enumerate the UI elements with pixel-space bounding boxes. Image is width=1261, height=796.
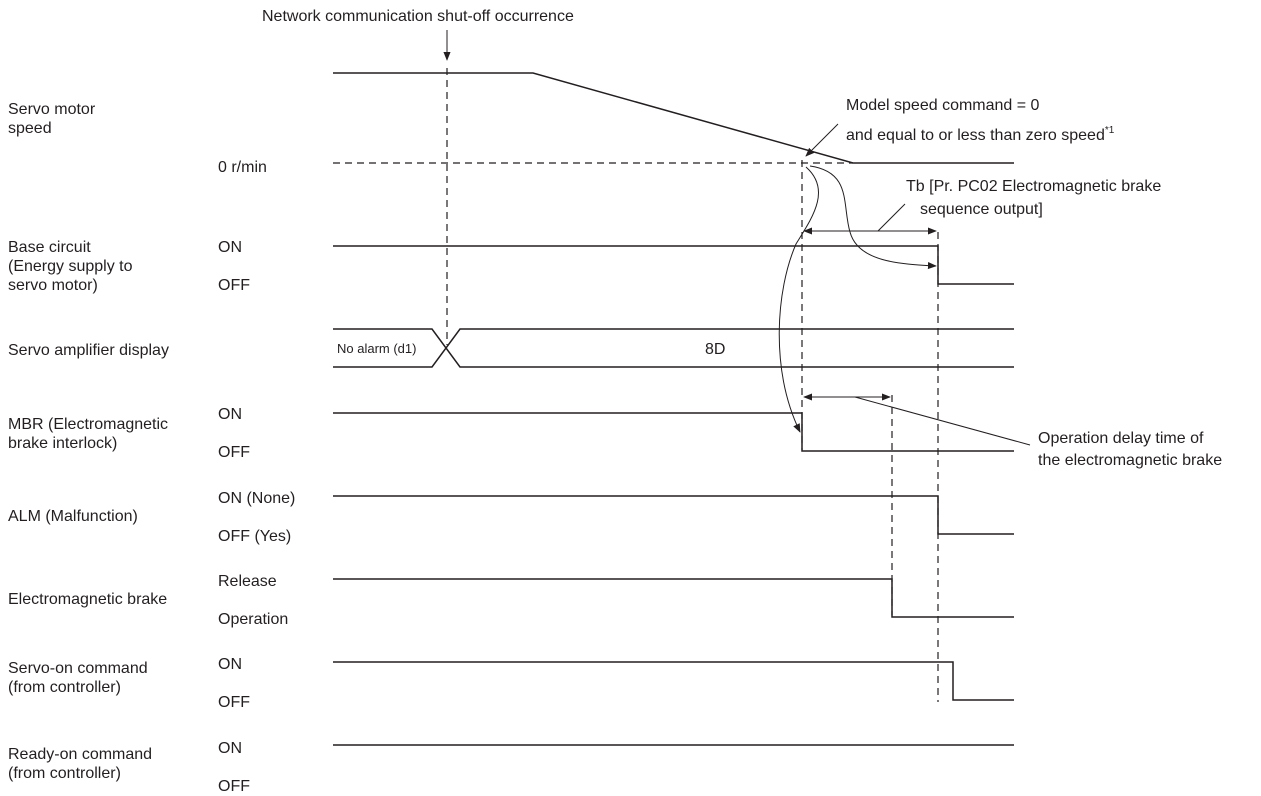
display-state-no-alarm: No alarm (d1)	[337, 341, 416, 356]
level-label-alm-off: OFF (Yes)	[218, 528, 291, 545]
level-label-mbr-off: OFF	[218, 444, 250, 461]
level-label-mbr-on: ON	[218, 406, 242, 423]
tb-annotation-line1: Tb [Pr. PC02 Electromagnetic brake	[906, 178, 1161, 195]
signal-name-servo-motor-speed: Servo motor speed	[8, 101, 100, 137]
alm-waveform	[333, 495, 1014, 535]
servo-motor-speed-waveform	[333, 72, 1014, 164]
level-label-alm-on: ON (None)	[218, 490, 295, 507]
signal-name-servo-on: Servo-on command (from controller)	[8, 660, 152, 696]
base-circuit-waveform	[333, 245, 1014, 285]
level-label-base-on: ON	[218, 239, 242, 256]
brake-delay-annotation-line1: Operation delay time of	[1038, 430, 1204, 447]
tb-leader	[877, 203, 906, 232]
zero-speed-annotation-line1: Model speed command = 0	[846, 97, 1040, 114]
signal-name-base-circuit: Base circuit (Energy supply to servo mot…	[8, 239, 137, 294]
servo-amplifier-display-waveform	[333, 328, 1014, 368]
level-label-zero-speed: 0 r/min	[218, 159, 267, 176]
causal-arrow-to-mbr	[778, 166, 819, 433]
level-label-servo-on-on: ON	[218, 656, 242, 673]
signal-name-alm: ALM (Malfunction)	[8, 508, 138, 525]
level-label-brake-operation: Operation	[218, 611, 288, 628]
tb-annotation-line2: sequence output]	[920, 201, 1043, 218]
signal-name-servo-amplifier-display: Servo amplifier display	[8, 342, 169, 359]
mbr-waveform	[333, 412, 1014, 452]
servo-on-waveform	[333, 661, 1014, 701]
brake-delay-annotation-line2: the electromagnetic brake	[1038, 452, 1222, 469]
causal-arrow-to-base-circuit	[809, 165, 937, 270]
level-label-ready-on-on: ON	[218, 740, 242, 757]
signal-name-electromagnetic-brake: Electromagnetic brake	[8, 591, 167, 608]
level-label-servo-on-off: OFF	[218, 694, 250, 711]
brake-delay-leader	[854, 396, 1031, 446]
electromagnetic-brake-waveform	[333, 578, 1014, 618]
zero-speed-pointer	[805, 123, 839, 157]
zero-speed-annotation-line2: and equal to or less than zero speed*1	[846, 125, 1115, 144]
level-label-base-off: OFF	[218, 277, 250, 294]
display-state-8d: 8D	[705, 341, 725, 358]
level-label-ready-on-off: OFF	[218, 778, 250, 795]
signal-name-ready-on: Ready-on command (from controller)	[8, 746, 157, 782]
signal-name-mbr: MBR (Electromagnetic brake interlock)	[8, 416, 173, 452]
level-label-brake-release: Release	[218, 573, 277, 590]
event-label: Network communication shut-off occurrenc…	[262, 8, 574, 25]
